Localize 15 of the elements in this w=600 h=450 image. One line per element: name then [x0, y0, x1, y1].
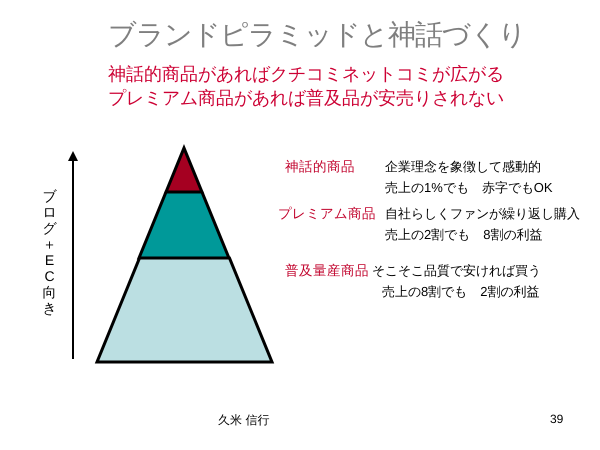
subtitle: プレミアム商品があれば普及品が安売りされない: [108, 87, 504, 110]
tier-description: そこそこ品質で安ければ買う: [372, 262, 541, 280]
tier-description: 売上の2割でも 8割の利益: [385, 226, 542, 244]
tier-name: プレミアム商品: [278, 205, 376, 223]
tier-description: 売上の1%でも 赤字でもOK: [385, 179, 553, 197]
tier-name: 普及量産商品: [285, 262, 369, 280]
tier-description: 自社らしくファンが繰り返し購入: [385, 205, 580, 223]
axis-label: ブログ＋EC向き: [42, 188, 57, 316]
tier-description: 売上の8割でも 2割の利益: [382, 283, 540, 301]
tier-name: 神話的商品: [285, 158, 355, 176]
author-name: 久米 信行: [218, 412, 270, 429]
subtitle: 神話的商品があればクチコミネットコミが広がる: [108, 63, 504, 86]
page-number: 39: [550, 412, 564, 426]
slide-title: ブランドピラミッドと神話づくり: [108, 18, 526, 52]
tier-description: 企業理念を象徴して感動的: [385, 158, 541, 176]
